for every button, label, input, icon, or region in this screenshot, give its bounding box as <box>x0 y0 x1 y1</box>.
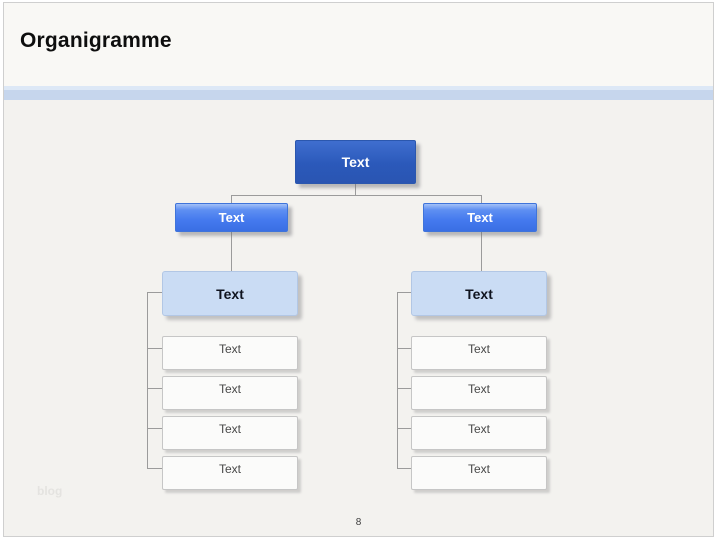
org-leaf-node[interactable]: Text <box>162 456 298 490</box>
slide-title: Organigramme <box>20 29 172 52</box>
org-branch-head-right[interactable]: Text <box>411 271 547 316</box>
org-leaf-node[interactable]: Text <box>411 336 547 370</box>
org-level2-node-right[interactable]: Text <box>423 203 537 232</box>
page-number: 8 <box>355 517 362 528</box>
org-leaf-node[interactable]: Text <box>162 336 298 370</box>
org-leaf-node[interactable]: Text <box>411 376 547 410</box>
connector-line <box>147 428 162 429</box>
connector-line <box>231 232 232 271</box>
connector-line <box>147 292 148 469</box>
org-leaf-node[interactable]: Text <box>162 416 298 450</box>
connector-line <box>481 195 482 203</box>
connector-line <box>397 388 411 389</box>
connector-line <box>147 348 162 349</box>
org-branch-head-left[interactable]: Text <box>162 271 298 316</box>
accent-band <box>4 86 713 100</box>
slide-canvas: Organigramme Text Text Text Text Text Te… <box>3 2 714 537</box>
org-leaf-node[interactable]: Text <box>411 456 547 490</box>
connector-line <box>231 195 482 196</box>
org-leaf-node[interactable]: Text <box>411 416 547 450</box>
org-root-node[interactable]: Text <box>295 140 416 184</box>
connector-line <box>397 292 411 293</box>
connector-line <box>147 388 162 389</box>
org-level2-node-left[interactable]: Text <box>175 203 288 232</box>
watermark: blog <box>37 484 63 498</box>
connector-line <box>355 184 356 195</box>
connector-line <box>147 468 162 469</box>
connector-line <box>231 195 232 203</box>
connector-line <box>481 232 482 271</box>
org-leaf-node[interactable]: Text <box>162 376 298 410</box>
connector-line <box>397 428 411 429</box>
connector-line <box>147 292 162 293</box>
connector-line <box>397 348 411 349</box>
slide-header: Organigramme <box>4 3 713 86</box>
connector-line <box>397 292 398 469</box>
connector-line <box>397 468 411 469</box>
